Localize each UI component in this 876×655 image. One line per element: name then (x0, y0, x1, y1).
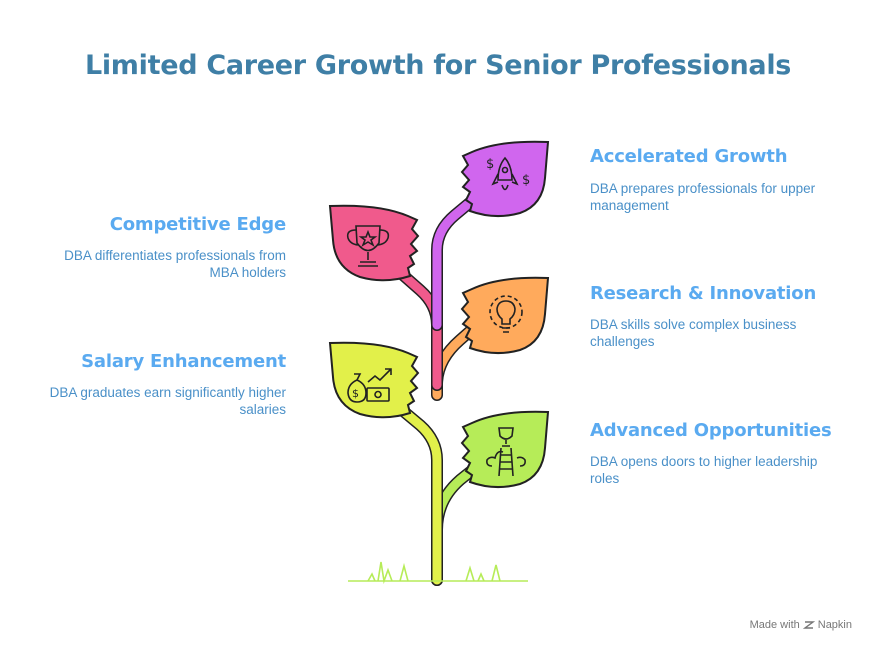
svg-text:$: $ (522, 173, 530, 188)
ladder-trophy-icon (486, 427, 526, 477)
made-with-napkin-badge[interactable]: Made with Napkin (750, 619, 852, 631)
research-innovation-desc: DBA skills solve complex business challe… (590, 317, 797, 349)
grass (348, 561, 528, 585)
svg-text:$: $ (352, 387, 359, 400)
stem-yellow (384, 394, 443, 586)
advanced-opportunities-title: Advanced Opportunities (590, 420, 832, 441)
trophy-star-icon (346, 225, 390, 267)
napkin-logo-icon (802, 621, 815, 629)
svg-text:$: $ (486, 157, 494, 172)
accelerated-growth-title: Accelerated Growth (590, 146, 788, 167)
leaf-research-innovation (460, 276, 550, 354)
money-growth-icon: $ (347, 368, 392, 403)
salary-enhancement-desc: DBA graduates earn significantly higher … (49, 385, 286, 417)
accelerated-growth-desc: DBA prepares professionals for upper man… (590, 181, 816, 213)
napkin-brand-label: Napkin (817, 619, 852, 631)
leaf-advanced-opportunities (460, 410, 550, 488)
leaf-accelerated-growth: $ $ (460, 140, 550, 217)
leaf-competitive-edge (328, 204, 420, 282)
rocket-money-icon: $ $ (486, 156, 530, 191)
salary-enhancement-title: Salary Enhancement (81, 351, 286, 372)
competitive-edge-title: Competitive Edge (109, 214, 286, 235)
made-with-label: Made with (749, 619, 800, 631)
advanced-opportunities-desc: DBA opens doors to higher leadership rol… (590, 454, 818, 486)
competitive-edge-desc: DBA differentiates professionals from MB… (64, 248, 286, 280)
page-title: Limited Career Growth for Senior Profess… (84, 50, 792, 81)
tree-stems (384, 184, 496, 586)
research-innovation-title: Research & Innovation (590, 283, 817, 304)
leaf-salary-enhancement: $ (328, 341, 420, 419)
lightbulb-gear-icon (489, 295, 523, 333)
